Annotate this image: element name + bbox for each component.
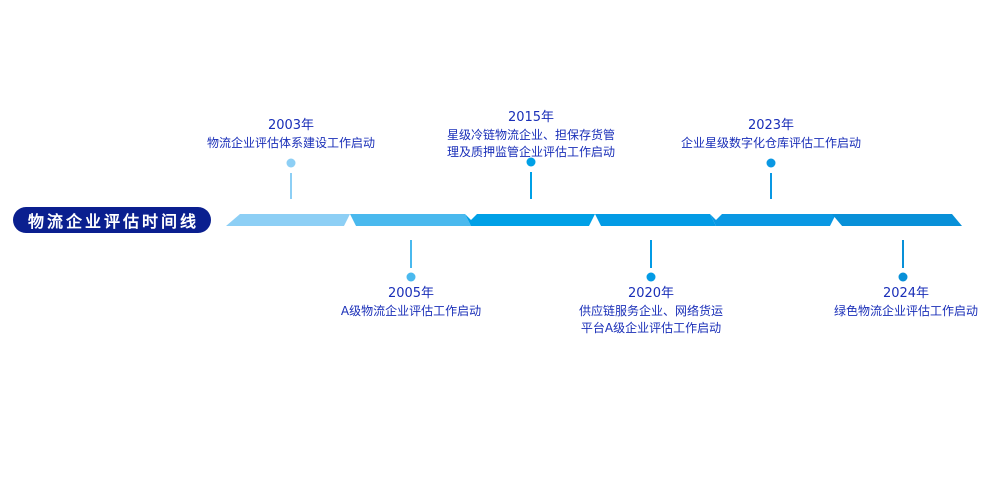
- event-description: 物流企业评估体系建设工作启动: [206, 136, 375, 150]
- event-dot: [766, 158, 776, 168]
- timeline-segment-6: [832, 214, 962, 226]
- event-description: 星级冷链物流企业、担保存货管 理及质押监管企业评估工作启动: [446, 128, 615, 159]
- event-description: 供应链服务企业、网络货运 平台A级企业评估工作启动: [578, 304, 723, 335]
- event-dot: [646, 272, 656, 282]
- timeline-segment-2: [350, 214, 471, 226]
- event-dot: [286, 158, 296, 168]
- event-description: 企业星级数字化仓库评估工作启动: [680, 136, 861, 150]
- event-year: 2023年: [747, 118, 795, 133]
- event-year: 2005年: [387, 286, 435, 301]
- timeline-segment-3: [465, 214, 595, 226]
- event-dot: [526, 157, 536, 167]
- event-year: 2024年: [882, 286, 930, 301]
- notch-down: [709, 213, 723, 220]
- notch-up: [588, 220, 602, 227]
- event-dot: [406, 272, 416, 282]
- timeline-segment-4: [595, 214, 716, 226]
- event-2024-label: 2024年 绿色物流企业评估工作启动: [786, 285, 1000, 320]
- event-year: 2020年: [627, 286, 675, 301]
- event-2005-label: 2005年 A级物流企业评估工作启动: [291, 285, 531, 320]
- event-description: A级物流企业评估工作启动: [340, 304, 482, 318]
- event-description: 绿色物流企业评估工作启动: [833, 304, 978, 318]
- notch-down: [464, 213, 478, 220]
- event-2020-label: 2020年 供应链服务企业、网络货运 平台A级企业评估工作启动: [531, 285, 771, 337]
- event-year: 2015年: [507, 110, 555, 125]
- notch-up: [829, 220, 843, 227]
- event-2003-label: 2003年 物流企业评估体系建设工作启动: [171, 117, 411, 152]
- timeline-segment-1: [226, 214, 350, 226]
- notch-up: [343, 220, 357, 227]
- event-year: 2003年: [267, 118, 315, 133]
- timeline-segment-5: [710, 214, 836, 226]
- event-2015-label: 2015年 星级冷链物流企业、担保存货管 理及质押监管企业评估工作启动: [411, 109, 651, 161]
- event-2023-label: 2023年 企业星级数字化仓库评估工作启动: [651, 117, 891, 152]
- timeline-title: 物流企业评估时间线: [13, 207, 211, 233]
- event-dot: [898, 272, 908, 282]
